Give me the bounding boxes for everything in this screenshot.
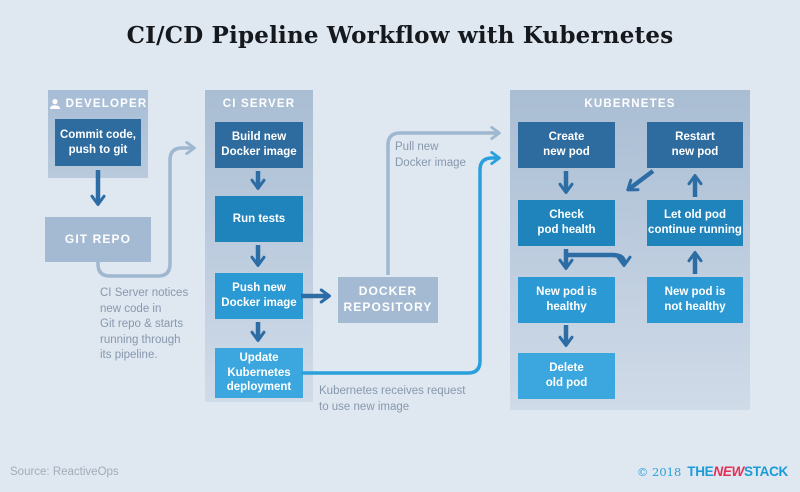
box-git-repo: GIT REPO xyxy=(45,217,151,262)
box-build-image: Build new Docker image xyxy=(215,122,303,168)
box-pod-not-healthy: New pod is not healthy xyxy=(647,277,743,323)
developer-header-label: DEVELOPER xyxy=(65,98,148,110)
box-restart-pod: Restart new pod xyxy=(647,122,743,168)
panel-developer: DEVELOPER Commit code, push to git xyxy=(48,90,148,178)
thenewstack-logo: THENEWSTACK xyxy=(687,464,788,479)
ci-server-header: CI SERVER xyxy=(222,98,296,110)
caption-pull-new-image: Pull new Docker image xyxy=(395,141,466,169)
caption-ci-notice: CI Server notices new code in Git repo &… xyxy=(100,287,189,362)
box-delete-old-pod: Delete old pod xyxy=(518,353,615,399)
arrow-update-to-kubernetes xyxy=(301,151,501,375)
developer-person-icon xyxy=(49,99,60,109)
brand-the: THE xyxy=(687,464,714,479)
panel-kubernetes: KUBERNETES Create new pod Restart new po… xyxy=(510,90,750,410)
panel-ci-server: CI SERVER Build new Docker image Run tes… xyxy=(205,90,313,402)
box-create-pod: Create new pod xyxy=(518,122,615,168)
box-update-deploy: Update Kubernetes deployment xyxy=(215,348,303,398)
box-commit-code: Commit code, push to git xyxy=(55,119,141,166)
developer-header: DEVELOPER xyxy=(48,98,148,110)
brand-stack: STACK xyxy=(744,464,788,479)
box-check-health: Check pod health xyxy=(518,200,615,246)
page-title: CI/CD Pipeline Workflow with Kubernetes xyxy=(126,22,674,49)
caption-receives-request: Kubernetes receives request to use new i… xyxy=(319,385,466,413)
box-pod-healthy: New pod is healthy xyxy=(518,277,615,323)
kubernetes-header: KUBERNETES xyxy=(584,98,676,110)
footer-brand: © 2018 THENEWSTACK xyxy=(637,464,788,479)
brand-new: NEW xyxy=(713,464,744,479)
box-docker-repository: DOCKER REPOSITORY xyxy=(338,277,438,323)
box-push-image: Push new Docker image xyxy=(215,273,303,319)
box-let-old-pod: Let old pod continue running xyxy=(647,200,743,246)
copyright-year: © 2018 xyxy=(636,465,682,479)
footer-source: Source: ReactiveOps xyxy=(10,466,119,478)
box-run-tests: Run tests xyxy=(215,196,303,242)
